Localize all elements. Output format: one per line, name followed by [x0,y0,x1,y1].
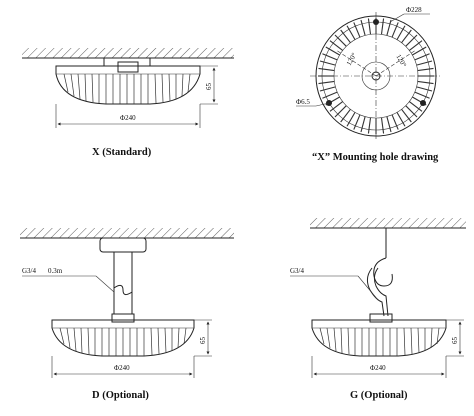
thread-label: G3/4 [22,267,37,275]
ceiling-hatch [22,48,234,58]
radial-fin [414,53,430,61]
outer-diameter-label: Φ228 [406,6,422,14]
caption-mounting-hole: “X” Mounting hole drawing [312,152,439,163]
radial-fin [329,40,344,51]
radial-fin [380,18,385,35]
width-dimension-label: Φ240 [370,364,386,372]
radial-fin [340,29,351,44]
radial-fin [380,117,385,134]
mounting-hole-top [373,19,379,25]
radial-fin [353,22,361,38]
width-dimension-label: Φ240 [114,364,130,372]
height-dimension-label: 65 [205,83,213,91]
panel-d-optional: G3/4 0.3m Φ240 65 D [20,228,234,401]
caption-g-optional: G (Optional) [350,390,408,401]
radial-fin [360,19,366,36]
radial-fin [334,34,347,47]
lamp-housing [51,313,195,357]
radial-fin [391,22,399,38]
radial-fin [417,80,434,85]
ceiling-hatch [20,228,234,238]
radial-fin [319,60,336,66]
radial-fin [417,67,434,72]
radial-fin [386,116,392,133]
radial-fin [396,25,406,40]
radial-fin [396,112,406,127]
radial-fin [391,114,399,130]
mounting-hole-right [420,100,426,106]
radial-fin [416,60,433,66]
radial-fin [322,53,338,61]
pendant-rod [113,251,133,315]
ceiling-hatch [310,218,466,228]
lamp-housing [311,313,447,357]
thread-label: G3/4 [290,267,305,275]
radial-fin [416,86,433,92]
radial-fin [401,29,412,44]
angle-label-left: 120° [345,51,359,67]
width-dimension-label: Φ240 [120,114,136,122]
radial-fin [334,105,347,118]
panel-g-optional: G3/4 Φ240 65 G (Optional) [290,218,466,401]
radial-fins [318,18,434,134]
radial-fin [386,19,392,36]
panel-x-standard: Φ240 65 X (Standard) [22,48,234,158]
panel-mounting-hole: 120° 120° Φ228 Φ6.5 “X” Mounting hole dr… [296,6,442,163]
radial-fin [405,105,418,118]
radial-fin [318,67,335,72]
hole-diameter-label: Φ6.5 [296,98,310,106]
caption-x-standard: X (Standard) [92,147,152,158]
radial-fin [367,117,372,134]
radial-fin [414,91,430,99]
radial-fin [401,108,412,123]
radial-fin [412,46,427,56]
radial-fin [360,116,366,133]
radial-fin [405,34,418,47]
radial-fin [346,112,356,127]
radial-fin [346,25,356,40]
radial-fin [367,18,372,35]
radial-fin [408,40,423,51]
radial-fin [325,46,340,56]
radial-fin [340,108,351,123]
caption-d-optional: D (Optional) [92,390,149,401]
cable-break-symbol [113,284,133,296]
radial-fin [319,86,336,92]
radial-fin [329,101,344,112]
radial-fin [318,80,335,85]
cable-length-label: 0.3m [48,267,63,275]
radial-fin [322,91,338,99]
radial-fin [408,101,423,112]
angle-label-right: 120° [394,53,408,69]
radial-fin [353,114,361,130]
ceiling-canopy [99,237,147,253]
height-dimension-label: 65 [451,337,459,345]
height-dimension-label: 65 [199,337,207,345]
hook [366,257,393,317]
lamp-housing [55,61,201,105]
